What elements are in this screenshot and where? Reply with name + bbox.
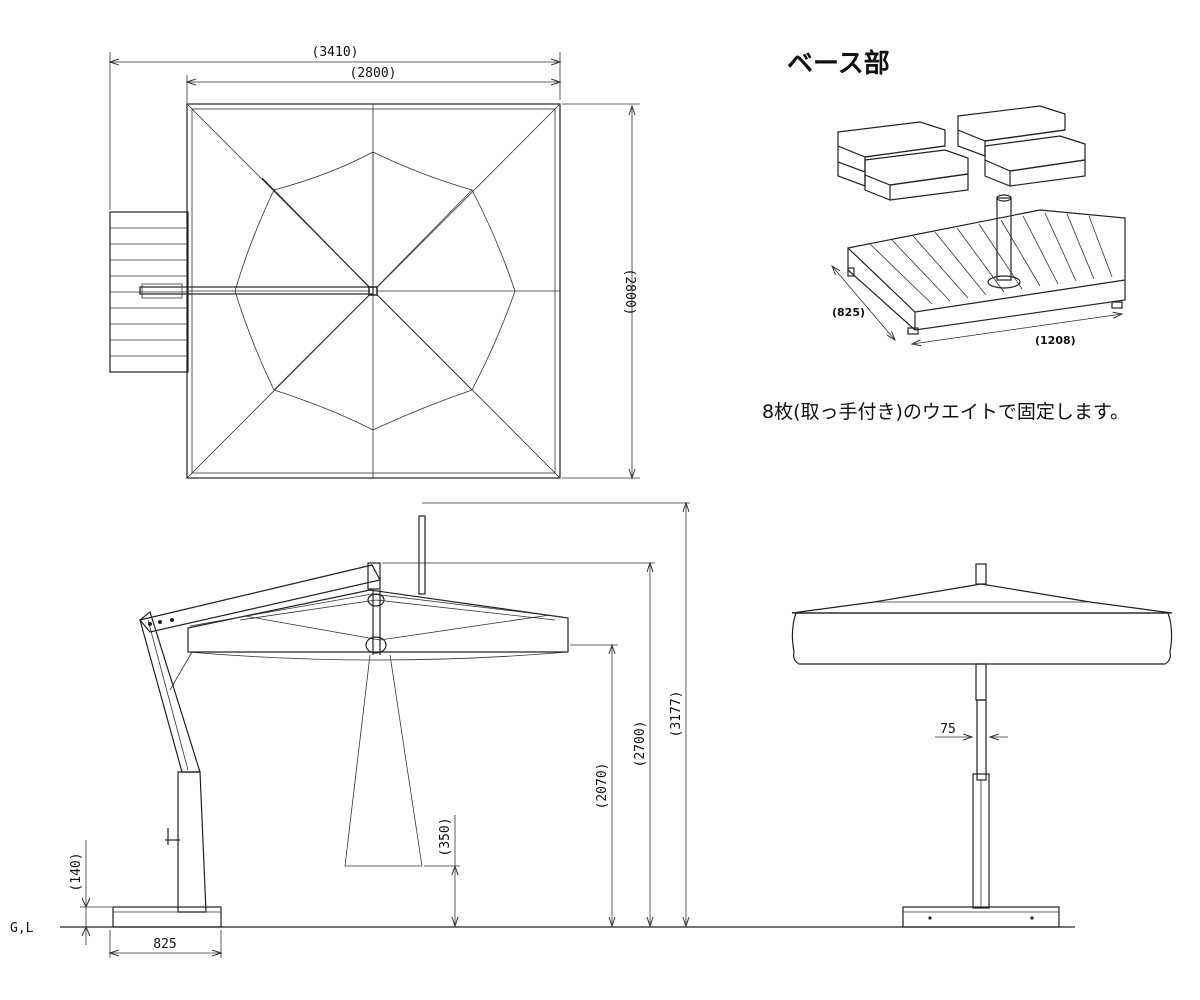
front-view: 75	[791, 563, 1173, 928]
base-plate-illustration	[847, 194, 1126, 335]
base-section-title: ベース部	[787, 49, 890, 79]
dim-75-label: 75	[940, 722, 956, 737]
base-note: 8枚(取っ手付き)のウエイトで固定します。	[762, 401, 1129, 423]
base-depth-label: (825)	[832, 306, 865, 319]
base-section: ベース部	[762, 49, 1129, 423]
top-canopy-width-dimension: (2800)	[187, 66, 560, 105]
ground-label: G,L	[10, 921, 34, 936]
dim-140: (140)	[69, 840, 112, 945]
dim-2800-label: (2800)	[350, 66, 397, 81]
dim-350-label: (350)	[438, 817, 453, 856]
dim-350: (350)	[424, 815, 460, 926]
dim-2070: (2070)	[570, 645, 618, 926]
top-canopy	[139, 103, 561, 479]
weights-illustration	[837, 105, 1086, 201]
side-canopy	[187, 589, 569, 653]
top-width-dimension: (3410)	[110, 45, 560, 210]
front-base	[902, 906, 1060, 928]
dim-140-label: (140)	[69, 852, 84, 891]
dim-825-label: 825	[153, 937, 176, 952]
dim-825: 825	[110, 930, 221, 958]
dim-2070-label: (2070)	[595, 763, 610, 810]
base-width-label: (1208)	[1035, 334, 1076, 347]
side-view: G,L	[10, 503, 1075, 958]
dim-2800-vertical-label: (2800)	[622, 269, 637, 316]
dim-3177: (3177)	[422, 503, 690, 926]
side-arm	[138, 564, 381, 633]
front-canopy	[791, 612, 1173, 665]
dim-3177-label: (3177)	[669, 691, 684, 738]
top-view: (3410) (2800) (2800)	[110, 45, 640, 478]
dim-3410-label: (3410)	[312, 45, 359, 60]
base-width-dimension: (1208)	[912, 314, 1122, 347]
dim-2700-label: (2700)	[633, 721, 648, 768]
top-canopy-depth-dimension: (2800)	[562, 103, 640, 478]
side-post	[177, 771, 207, 913]
top-base-slats	[109, 211, 189, 373]
side-base	[112, 906, 222, 928]
dim-2700: (2700)	[382, 563, 655, 926]
base-depth-dimension: (825)	[832, 266, 895, 340]
